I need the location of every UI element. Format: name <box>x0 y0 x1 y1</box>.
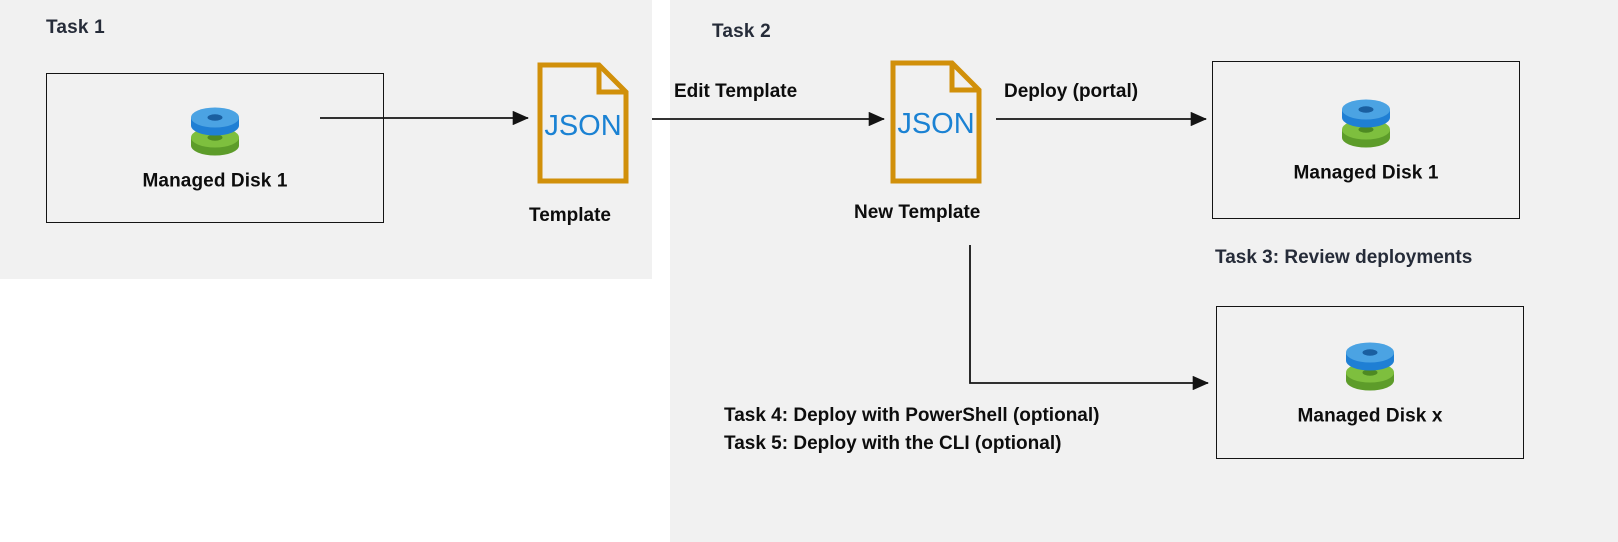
deploy-portal-arrow-label: Deploy (portal) <box>1004 81 1139 102</box>
box-content: Managed Disk 1 <box>1213 96 1519 185</box>
edit-template-arrow-label: Edit Template <box>674 81 798 102</box>
task3-note: Task 3: Review deployments <box>1215 247 1473 268</box>
managed-disk-1-deployed-label: Managed Disk 1 <box>1293 162 1439 184</box>
managed-disk-icon <box>1337 96 1395 152</box>
template-caption: Template <box>529 205 612 226</box>
svg-text:JSON: JSON <box>897 108 974 140</box>
box-content: Managed Disk 1 <box>47 104 383 193</box>
svg-text:JSON: JSON <box>544 110 621 142</box>
box-content: Managed Disk x <box>1217 338 1523 427</box>
managed-disk-1-source-box: Managed Disk 1 <box>46 73 384 223</box>
managed-disk-icon <box>186 104 244 160</box>
new-template-caption: New Template <box>854 202 981 223</box>
task4-note: Task 4: Deploy with PowerShell (optional… <box>724 405 1100 426</box>
new-json-template-icon: JSON <box>890 60 982 184</box>
managed-disk-1-deployed-box: Managed Disk 1 <box>1212 61 1520 219</box>
managed-disk-x-label: Managed Disk x <box>1297 405 1443 426</box>
managed-disk-1-source-label: Managed Disk 1 <box>142 170 288 192</box>
task2-heading: Task 2 <box>712 21 771 42</box>
managed-disk-icon <box>1341 338 1399 394</box>
task5-note: Task 5: Deploy with the CLI (optional) <box>724 433 1062 454</box>
managed-disk-x-box: Managed Disk x <box>1216 306 1524 459</box>
task1-heading: Task 1 <box>46 17 105 38</box>
json-template-icon: JSON <box>537 62 629 184</box>
